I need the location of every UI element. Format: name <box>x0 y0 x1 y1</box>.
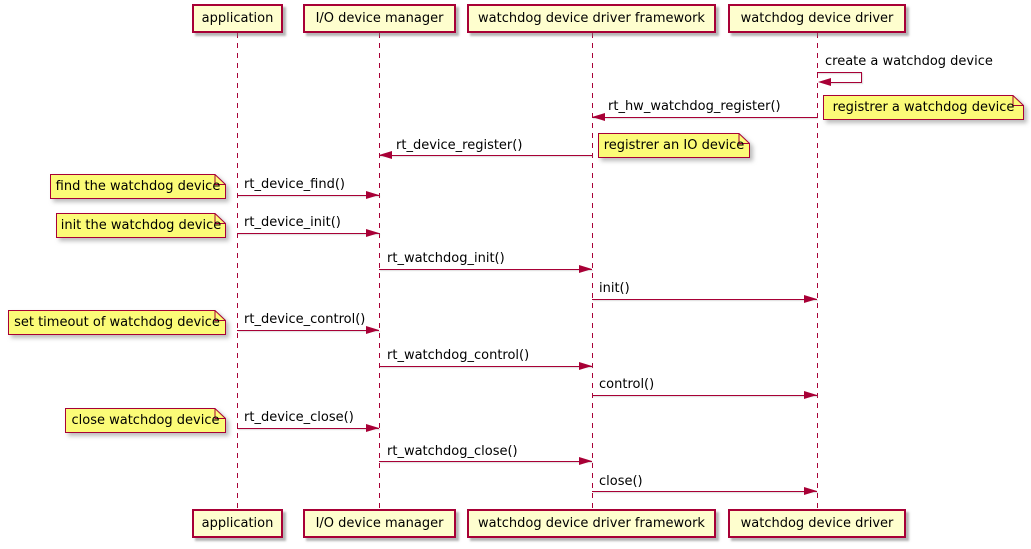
message-rt-device-close-arrowhead-right-icon <box>366 424 379 432</box>
message-rt-hw-watchdog-register-line <box>592 117 817 118</box>
note-shape-icon <box>56 213 226 238</box>
note-text: init the watchdog device <box>60 218 222 233</box>
message-rt-device-find-label: rt_device_find() <box>244 177 345 192</box>
participant-bottom-application: application <box>192 509 283 538</box>
participant-top-i-o-device-manager: I/O device manager <box>303 4 456 33</box>
message-rt-device-close-label: rt_device_close() <box>244 410 354 425</box>
participant-bottom-i-o-device-manager: I/O device manager <box>303 509 456 538</box>
message-init-arrowhead-right-icon <box>804 295 817 303</box>
message-create-a-watchdog-device-label: create a watchdog device <box>825 54 993 69</box>
message-init-label: init() <box>599 281 630 296</box>
note-registrer-an-io-device: registrer an IO device <box>598 133 750 158</box>
message-rt-watchdog-init-line <box>379 269 592 270</box>
message-rt-device-init-line <box>237 233 379 234</box>
note-text: find the watchdog device <box>55 179 221 194</box>
note-text: set timeout of watchdog device <box>14 315 220 330</box>
message-rt-watchdog-close-line <box>379 461 592 462</box>
message-rt-device-register-arrowhead-left-icon <box>379 151 392 159</box>
lifeline-i-o-device-manager <box>379 33 380 509</box>
note-shape-icon <box>65 408 226 433</box>
note-text: close watchdog device <box>71 413 220 428</box>
lifeline-watchdog-device-driver <box>817 33 818 509</box>
message-create-a-watchdog-device-line-top <box>817 72 861 73</box>
note-text: registrer a watchdog device <box>832 100 1015 115</box>
message-rt-watchdog-control-line <box>379 366 592 367</box>
note-shape-icon <box>8 310 226 335</box>
lifeline-application <box>237 33 238 509</box>
lifeline-watchdog-device-driver-framework <box>592 33 593 509</box>
note-find-the-watchdog-device: find the watchdog device <box>50 174 226 199</box>
message-rt-device-register-line <box>379 155 592 156</box>
message-rt-watchdog-init-arrowhead-right-icon <box>579 265 592 273</box>
message-create-a-watchdog-device-arrowhead-left-icon <box>818 78 831 86</box>
message-rt-device-control-line <box>237 330 379 331</box>
message-close-label: close() <box>599 474 643 489</box>
message-rt-watchdog-control-arrowhead-right-icon <box>579 362 592 370</box>
message-control-arrowhead-right-icon <box>804 391 817 399</box>
participant-top-watchdog-device-driver: watchdog device driver <box>728 4 906 33</box>
message-rt-device-control-label: rt_device_control() <box>244 312 366 327</box>
message-control-label: control() <box>599 377 655 392</box>
note-set-timeout-of-watchdog-device: set timeout of watchdog device <box>8 310 226 335</box>
message-rt-watchdog-close-label: rt_watchdog_close() <box>387 444 518 459</box>
message-close-line <box>592 491 817 492</box>
note-shape-icon <box>598 133 750 158</box>
message-rt-device-find-arrowhead-right-icon <box>366 191 379 199</box>
note-shape-icon <box>50 174 226 199</box>
note-init-the-watchdog-device: init the watchdog device <box>56 213 226 238</box>
note-close-watchdog-device: close watchdog device <box>65 408 226 433</box>
message-rt-device-control-arrowhead-right-icon <box>366 326 379 334</box>
message-rt-device-init-label: rt_device_init() <box>244 215 341 230</box>
message-control-line <box>592 395 817 396</box>
message-create-a-watchdog-device-line-right <box>861 72 862 83</box>
message-rt-watchdog-control-label: rt_watchdog_control() <box>387 348 530 363</box>
message-rt-watchdog-close-arrowhead-right-icon <box>579 457 592 465</box>
participant-top-application: application <box>192 4 283 33</box>
message-rt-device-init-arrowhead-right-icon <box>366 229 379 237</box>
message-rt-device-register-label: rt_device_register() <box>396 138 523 153</box>
note-text: registrer an IO device <box>603 138 745 153</box>
note-registrer-a-watchdog-device: registrer a watchdog device <box>823 95 1024 120</box>
message-rt-hw-watchdog-register-arrowhead-left-icon <box>592 113 605 121</box>
message-rt-watchdog-init-label: rt_watchdog_init() <box>387 251 505 266</box>
message-rt-hw-watchdog-register-label: rt_hw_watchdog_register() <box>608 99 781 114</box>
participant-bottom-watchdog-device-driver-framework: watchdog device driver framework <box>467 509 716 538</box>
message-create-a-watchdog-device-line-bottom <box>829 82 861 83</box>
message-rt-device-close-line <box>237 428 379 429</box>
message-init-line <box>592 299 817 300</box>
message-close-arrowhead-right-icon <box>804 487 817 495</box>
message-rt-device-find-line <box>237 195 379 196</box>
participant-top-watchdog-device-driver-framework: watchdog device driver framework <box>467 4 716 33</box>
participant-bottom-watchdog-device-driver: watchdog device driver <box>728 509 906 538</box>
note-shape-icon <box>823 95 1024 120</box>
